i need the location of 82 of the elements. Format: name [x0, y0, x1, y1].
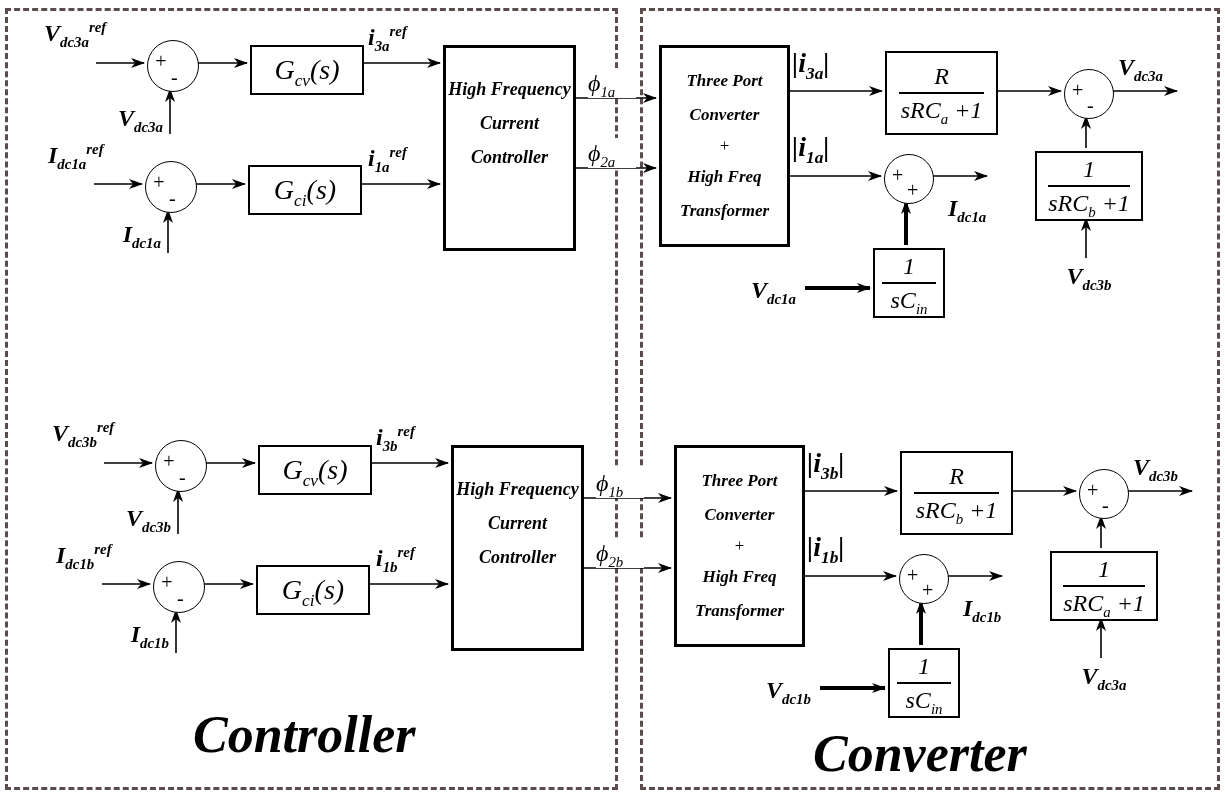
- sign-label: -: [168, 188, 176, 208]
- transfer-function-box: [873, 248, 945, 318]
- sign-label: -: [178, 467, 186, 487]
- edge-label: ϕ$_{1b}$: [596, 468, 644, 498]
- block-label: G$_{cv}$(s): [274, 54, 340, 86]
- block-label: High Frequency Current Controller: [455, 478, 580, 569]
- edge-label: ϕ$_{2b}$: [596, 538, 644, 568]
- block-label: G$_{ci}$(s): [281, 574, 345, 606]
- transfer-function-box: [885, 51, 998, 135]
- sign-label: -: [170, 67, 178, 87]
- converter-block: [659, 45, 790, 247]
- arrow: [95, 58, 145, 68]
- signal-label: I$_{dc1b}$: [99, 619, 181, 656]
- sign-label: +: [892, 165, 904, 185]
- numerator: R: [949, 462, 964, 491]
- group-title: Converter: [813, 728, 1027, 780]
- signal-label: V$_{dc1a}$: [744, 275, 808, 307]
- sign-label: +: [155, 51, 167, 72]
- sign-label: +: [1072, 80, 1084, 100]
- sign-label: +: [153, 172, 165, 193]
- denominator: sRC$_{a}$ +1: [1063, 588, 1145, 617]
- sign-label: +: [1087, 480, 1099, 500]
- transfer-function-box: [258, 445, 372, 495]
- block-label: High Freq Transformer: [678, 166, 771, 222]
- summing-junction: [153, 561, 205, 613]
- arrow: [103, 458, 153, 468]
- signal-label: V$_{dc3b}$: [1053, 261, 1125, 291]
- sign-label: +: [163, 451, 175, 472]
- block-label: High Freq Transformer: [693, 566, 786, 622]
- summing-junction: [899, 554, 949, 604]
- transfer-function-box: [1035, 151, 1143, 221]
- signal-label: V$_{dc3a}$: [1068, 661, 1140, 691]
- controller-block: [451, 445, 584, 651]
- sign-label: -: [176, 588, 184, 608]
- summing-junction: [145, 161, 197, 213]
- sign-label: +: [161, 572, 173, 593]
- sign-label: +: [907, 180, 919, 200]
- arrow: [101, 579, 151, 589]
- summing-junction: [1079, 469, 1129, 519]
- denominator: sC$_{in}$: [890, 285, 928, 314]
- denominator: sC$_{in}$: [905, 685, 943, 714]
- signal-label: I$_{dc1a}$: [91, 219, 173, 256]
- arrow: [820, 683, 886, 693]
- plus-sign: +: [719, 136, 730, 156]
- transfer-function-box: [248, 165, 362, 215]
- sign-label: -: [1087, 95, 1094, 115]
- block-label: Three Port Converter: [700, 470, 779, 526]
- transfer-function-box: [900, 451, 1013, 535]
- summing-junction: [884, 154, 934, 204]
- block-label: High Frequency Current Controller: [447, 78, 572, 169]
- arrow: [93, 179, 143, 189]
- numerator: 1: [1083, 155, 1095, 184]
- converter-block: [674, 445, 805, 647]
- block-label: G$_{cv}$(s): [282, 454, 348, 486]
- denominator: sRC$_{b}$ +1: [915, 495, 998, 524]
- numerator: 1: [1098, 555, 1110, 584]
- denominator: sRC$_{b}$ +1: [1048, 188, 1130, 217]
- numerator: 1: [918, 652, 930, 681]
- edge-label: ϕ$_{2a}$: [588, 138, 636, 168]
- summing-junction: [1064, 69, 1114, 119]
- denominator: sRC$_{a}$ +1: [900, 95, 983, 124]
- transfer-function-box: [888, 648, 960, 718]
- controller-block: [443, 45, 576, 251]
- arrow: [805, 283, 871, 293]
- numerator: R: [934, 62, 949, 91]
- summing-junction: [147, 40, 199, 92]
- plus-sign: +: [734, 536, 745, 556]
- transfer-function-box: [1050, 551, 1158, 621]
- sign-label: +: [907, 565, 919, 585]
- block-label: G$_{ci}$(s): [273, 174, 337, 206]
- numerator: 1: [903, 252, 915, 281]
- signal-label: V$_{dc3a}$: [93, 103, 175, 137]
- signal-label: V$_{dc3b}$: [101, 503, 183, 537]
- transfer-function-box: [250, 45, 364, 95]
- signal-label: V$_{dc1b}$: [759, 675, 823, 707]
- edge-label: ϕ$_{1a}$: [588, 68, 636, 98]
- block-label: Three Port Converter: [685, 70, 764, 126]
- group-title: Controller: [193, 709, 416, 761]
- summing-junction: [155, 440, 207, 492]
- sign-label: -: [1102, 495, 1109, 515]
- sign-label: +: [922, 580, 934, 600]
- transfer-function-box: [256, 565, 370, 615]
